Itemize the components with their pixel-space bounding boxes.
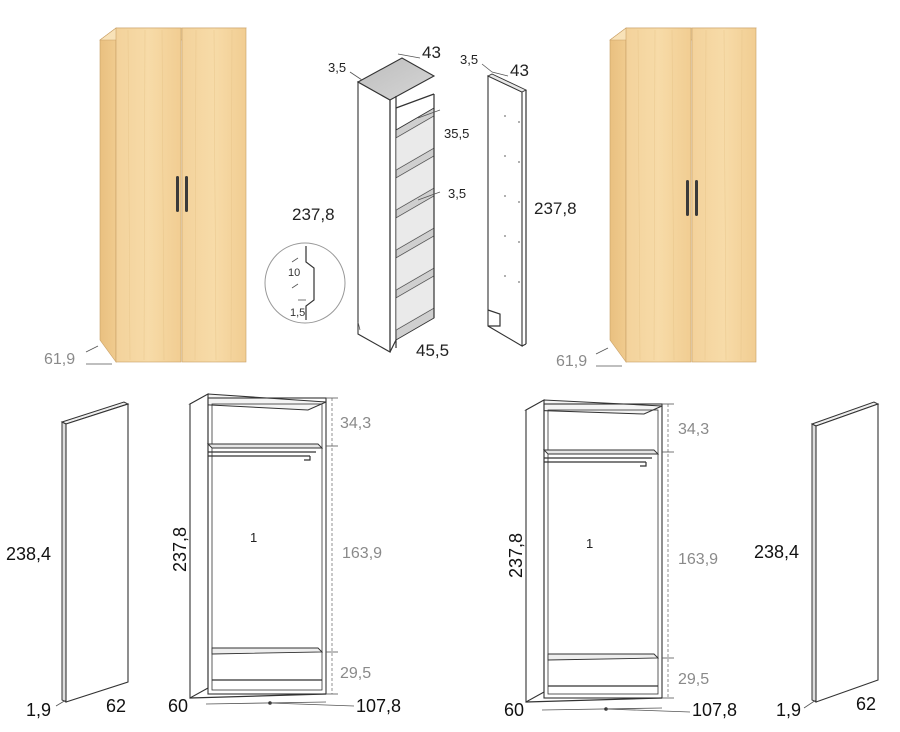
side-panel-right-body bbox=[811, 423, 817, 703]
shelf-unit-top-thickness: 3,5 bbox=[328, 60, 346, 75]
carcass-right-bottom-section: 29,5 bbox=[678, 671, 709, 688]
wardrobe-left: 61,9 bbox=[44, 27, 247, 368]
wardrobe-left-handle-right bbox=[185, 176, 188, 212]
wardrobe-right-door-left bbox=[625, 27, 692, 363]
wardrobe-right-handle-right bbox=[695, 180, 698, 216]
detail-dim-b: 1,5 bbox=[290, 307, 305, 319]
carcass-right-middle-section: 163,9 bbox=[678, 551, 718, 568]
side-panel-left-depth: 62 bbox=[106, 696, 126, 716]
wardrobe-right-side bbox=[609, 27, 627, 363]
side-panel-top: 3,5 43 237,8 bbox=[460, 52, 577, 347]
wardrobe-left-door-right bbox=[181, 27, 247, 363]
wardrobe-left-door-left bbox=[115, 27, 182, 363]
carcass-right-depth: 60 bbox=[504, 700, 524, 720]
carcass-left-top-section: 34,3 bbox=[340, 415, 371, 432]
shelf-unit-width: 43 bbox=[422, 43, 441, 62]
side-panel-left-height: 238,4 bbox=[6, 544, 51, 564]
side-panel-left: 238,4 1,9 62 bbox=[6, 401, 130, 720]
side-panel-right: 238,4 1,9 62 bbox=[754, 401, 880, 720]
side-panel-left-thickness: 1,9 bbox=[26, 700, 51, 720]
wardrobe-left-handle-left bbox=[176, 176, 179, 212]
carcass-right-compartment: 1 bbox=[586, 536, 593, 551]
side-panel-right-thickness: 1,9 bbox=[776, 700, 801, 720]
side-panel-top-width: 43 bbox=[510, 61, 529, 80]
shelf-unit-shelf-thickness: 3,5 bbox=[448, 186, 466, 201]
carcass-left-compartment: 1 bbox=[250, 530, 257, 545]
carcass-right-width: 107,8 bbox=[692, 700, 737, 720]
carcass-left-bottom-shelf bbox=[211, 647, 324, 655]
carcass-left-width: 107,8 bbox=[356, 696, 401, 716]
carcass-right-side bbox=[525, 399, 545, 703]
wardrobe-right: 61,9 bbox=[556, 27, 757, 370]
wardrobe-left-depth-label: 61,9 bbox=[44, 351, 75, 368]
carcass-right-top-shelf bbox=[542, 449, 660, 455]
carcass-left-depth: 60 bbox=[168, 696, 188, 716]
detail-dim-a: 10 bbox=[288, 267, 300, 279]
carcass-left: 237,8 34,3 163,9 29,5 1 60 107,8 bbox=[168, 393, 401, 716]
carcass-left-height: 237,8 bbox=[170, 527, 190, 572]
shelf-unit-side-panel bbox=[357, 81, 391, 353]
shelf-unit-height: 237,8 bbox=[292, 205, 335, 224]
shelf-unit-shelf-gap: 35,5 bbox=[444, 126, 469, 141]
wardrobe-left-side bbox=[99, 27, 117, 363]
side-panel-top-height: 237,8 bbox=[534, 199, 577, 218]
carcass-left-middle-section: 163,9 bbox=[342, 545, 382, 562]
shelf-unit: 3,5 43 35,5 3,5 237,8 45,5 10 1,5 bbox=[264, 43, 469, 360]
side-panel-right-height: 238,4 bbox=[754, 542, 799, 562]
carcass-left-side bbox=[189, 393, 209, 699]
wardrobe-right-handle-left bbox=[686, 180, 689, 216]
shelf-unit-top-panel bbox=[356, 57, 436, 101]
shelf-unit-detail-circle: 10 1,5 bbox=[264, 242, 346, 324]
carcass-right-bottom-shelf bbox=[547, 653, 660, 661]
carcass-right-top-section: 34,3 bbox=[678, 421, 709, 438]
shelf-unit-depth: 45,5 bbox=[416, 341, 449, 360]
wardrobe-right-door-right bbox=[691, 27, 757, 363]
carcass-left-bottom-section: 29,5 bbox=[340, 665, 371, 682]
carcass-left-top-shelf bbox=[206, 443, 324, 449]
side-panel-right-depth: 62 bbox=[856, 694, 876, 714]
carcass-right: 237,8 34,3 163,9 29,5 1 60 107,8 bbox=[504, 399, 737, 720]
wardrobe-right-depth-label: 61,9 bbox=[556, 353, 587, 370]
carcass-right-height: 237,8 bbox=[506, 533, 526, 578]
side-panel-top-thickness: 3,5 bbox=[460, 52, 478, 67]
side-panel-left-body bbox=[61, 421, 67, 703]
